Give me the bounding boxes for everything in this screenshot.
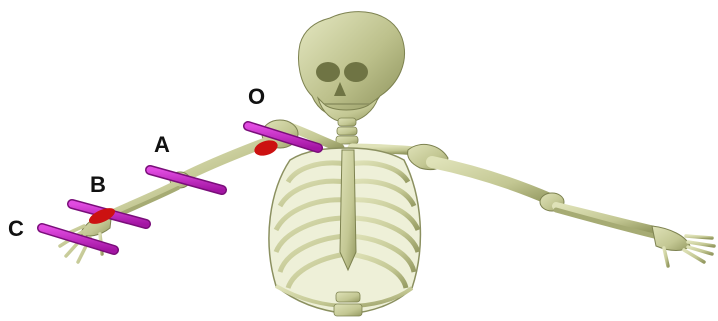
lumbar-spine (334, 292, 362, 316)
left-forearm (110, 184, 176, 214)
right-forearm (556, 206, 654, 230)
label-c: C (8, 216, 24, 241)
skull (299, 12, 405, 122)
right-hand (652, 226, 714, 266)
right-arm (432, 162, 714, 266)
right-humerus (432, 162, 552, 200)
label-o: O (248, 84, 265, 109)
skeleton (60, 12, 714, 316)
label-b: B (90, 172, 106, 197)
neck-vertebrae (336, 118, 358, 144)
sternum (340, 150, 356, 270)
label-a: A (154, 132, 170, 157)
rib-cage (269, 148, 420, 314)
